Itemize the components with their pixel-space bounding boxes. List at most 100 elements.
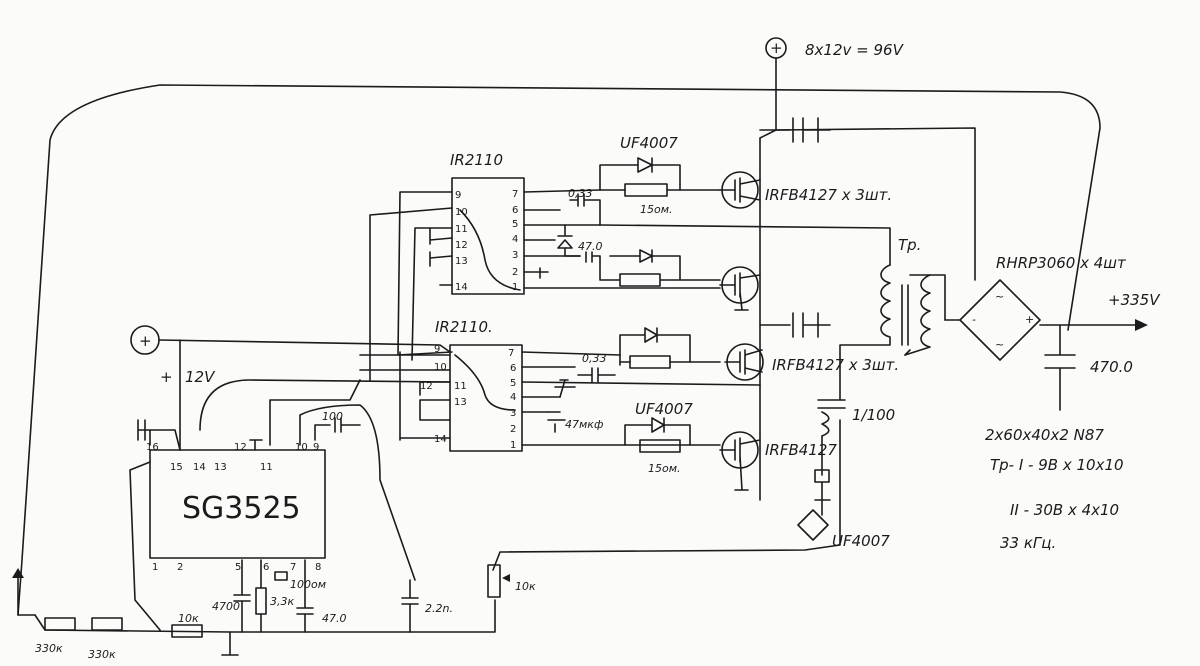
- sg3525-top-pins: 16 15 14 13 12 11 10 9: [146, 442, 319, 473]
- supply-96v-label: 8x12v = 96V: [805, 41, 905, 59]
- pot-10k[interactable]: [487, 564, 501, 598]
- svg-text:10: 10: [295, 442, 308, 453]
- r330b-label: 330к: [88, 648, 116, 661]
- transformer-label: Tp.: [898, 236, 921, 254]
- r15-bottom-resistor: [639, 439, 681, 453]
- ir2110-bottom-left-pins: 9 10 11 12 13 14: [420, 344, 467, 445]
- r15-top-resistor: [624, 183, 668, 197]
- feedback-arrow: [12, 568, 24, 578]
- ir2110-top-left-pins: 9 10 11 12 13 14: [455, 190, 468, 293]
- r330a-label: 330к: [35, 642, 63, 655]
- uf4007-right-label: UF4007: [832, 532, 890, 550]
- note-frequency: 33 кГц.: [1000, 534, 1056, 552]
- r10k-resistor: [171, 624, 203, 638]
- svg-text:9: 9: [434, 344, 440, 355]
- svg-text:7: 7: [508, 348, 514, 359]
- svg-text:-: -: [972, 313, 976, 326]
- svg-text:9: 9: [313, 442, 319, 453]
- svg-text:+: +: [1025, 313, 1034, 326]
- c47-top-label: 47.0: [578, 240, 603, 253]
- r330-b: [91, 617, 123, 631]
- svg-text:~: ~: [995, 338, 1004, 351]
- ct-ratio-label: 1/100: [852, 406, 895, 424]
- output-arrow: [1135, 319, 1148, 331]
- ir2110-top-label: IR2110: [450, 151, 503, 169]
- svg-text:~: ~: [995, 290, 1004, 303]
- r33k-resistor: [255, 587, 267, 615]
- uf4007-top-diode: [599, 157, 681, 191]
- r-mid-resistor: [629, 355, 671, 369]
- svg-text:9: 9: [455, 190, 461, 201]
- c470-label: 47.0: [322, 612, 347, 625]
- mosfet-top-label: IRFB4127 x 3шт.: [765, 186, 892, 204]
- uf4007-mid-diode: [624, 417, 691, 446]
- svg-text:1: 1: [152, 562, 158, 573]
- sg3525-label: SG3525: [182, 491, 301, 526]
- svg-text:6: 6: [512, 205, 518, 216]
- svg-text:13: 13: [214, 462, 227, 473]
- note-primary: Tp- I - 9B x 10x10: [990, 456, 1124, 474]
- r15-bottom-label: 15ом.: [648, 462, 681, 475]
- c47-bottom-label: 47мкф: [565, 418, 603, 431]
- uf4007-mid-label: UF4007: [635, 400, 693, 418]
- transformer-secondary: [904, 274, 931, 356]
- r33k-label: 3,3к: [270, 595, 294, 608]
- svg-text:12: 12: [420, 381, 433, 392]
- plus-12v-sign: +: [160, 368, 173, 386]
- uf4007-top-label: UF4007: [620, 134, 678, 152]
- c4700-label: 4700: [212, 600, 240, 613]
- svg-text:10: 10: [434, 362, 447, 373]
- r100-small: [274, 571, 288, 581]
- transformer-primary: [839, 264, 891, 401]
- r10k-label: 10к: [178, 612, 199, 625]
- ir2110-bottom-right-pins: 7 6 5 4 3 2 1: [508, 348, 516, 451]
- ir2110-top-right-pins: 7 6 5 4 3 2 1: [512, 189, 518, 293]
- svg-text:11: 11: [454, 381, 467, 392]
- svg-text:5: 5: [235, 562, 241, 573]
- sg3525-bottom-pins: 1 2 5 6 7 8: [152, 562, 321, 573]
- svg-text:7: 7: [512, 189, 518, 200]
- svg-text:12: 12: [234, 442, 247, 453]
- svg-text:14: 14: [193, 462, 206, 473]
- svg-text:15: 15: [170, 462, 183, 473]
- plus-symbol: +: [770, 39, 783, 57]
- bridge-label: RHRP3060 x 4шт: [996, 254, 1127, 272]
- svg-text:3: 3: [510, 408, 516, 419]
- ir2110-bottom-label: IR2110.: [435, 318, 493, 336]
- ir2110-bottom-chip: [449, 344, 523, 452]
- svg-text:4: 4: [512, 234, 518, 245]
- note-core: 2x60x40x2 N87: [985, 426, 1104, 444]
- svg-text:11: 11: [455, 224, 468, 235]
- svg-text:12: 12: [455, 240, 468, 251]
- r330-a: [44, 617, 76, 631]
- c033-bottom-label: 0,33: [582, 352, 607, 365]
- svg-text:1: 1: [512, 282, 518, 293]
- svg-text:2: 2: [510, 424, 516, 435]
- svg-text:5: 5: [510, 378, 516, 389]
- svg-text:13: 13: [455, 256, 468, 267]
- svg-text:8: 8: [315, 562, 321, 573]
- supply-12v-label: 12V: [185, 368, 216, 386]
- plus-symbol-12v: +: [139, 332, 152, 350]
- uf4007-right-bridge: [797, 509, 829, 541]
- svg-text:2: 2: [512, 267, 518, 278]
- ir2110-top-chip: [451, 177, 525, 295]
- svg-text:14: 14: [434, 434, 447, 445]
- mosfet-bottom-label: IRFB4127: [765, 441, 837, 459]
- c100-label: 100: [322, 410, 343, 423]
- svg-text:1: 1: [510, 440, 516, 451]
- sg3525-chip: [149, 449, 326, 559]
- mosfet-mid-label: IRFB4127 x 3шт.: [772, 356, 899, 374]
- output-voltage-label: +335V: [1108, 291, 1161, 309]
- note-secondary: II - 30B x 4x10: [1010, 501, 1119, 519]
- r15-top-label: 15ом.: [640, 203, 673, 216]
- output-cap-label: 470.0: [1090, 358, 1133, 376]
- feedback-wire: [17, 84, 1101, 616]
- svg-text:2: 2: [177, 562, 183, 573]
- svg-text:13: 13: [454, 397, 467, 408]
- svg-text:5: 5: [512, 219, 518, 230]
- r100-small-label: 100ом: [290, 578, 326, 591]
- svg-text:4: 4: [510, 392, 516, 403]
- c22n-label: 2.2n.: [425, 602, 453, 615]
